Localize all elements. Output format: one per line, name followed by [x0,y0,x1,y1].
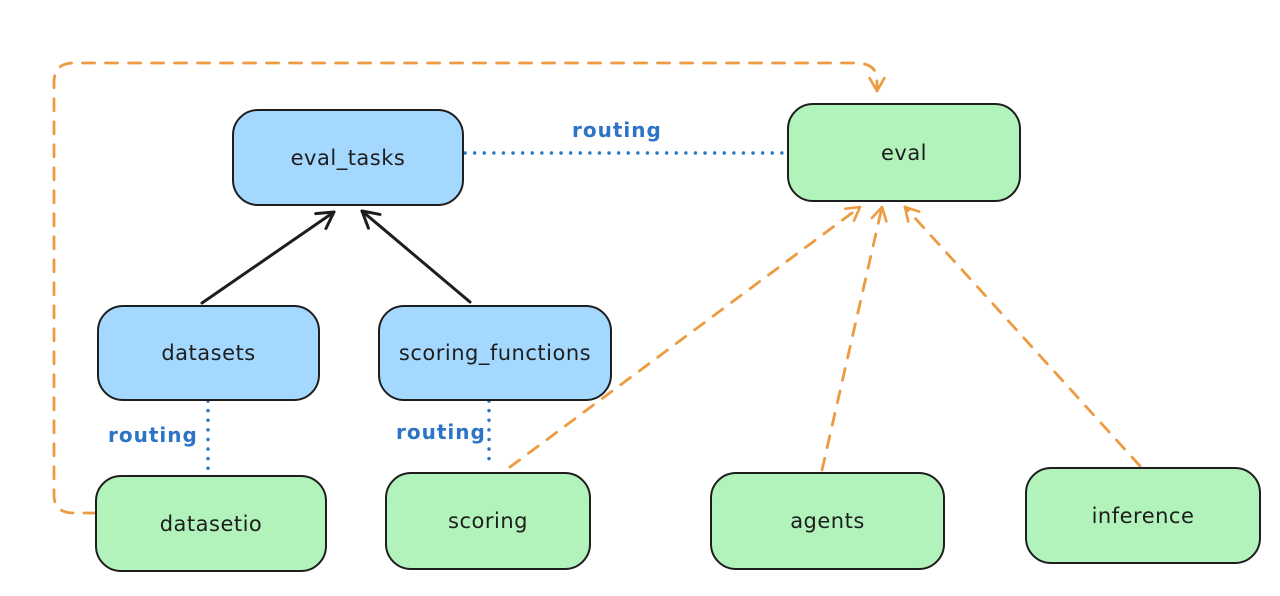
node-scoring: scoring [385,472,591,570]
node-agents: agents [710,472,945,570]
node-inference: inference [1025,467,1261,564]
node-agents-label: agents [790,509,865,533]
node-datasets-label: datasets [161,341,256,365]
routing-label-eval-tasks-to-eval: routing [572,118,662,142]
edge-scoring-functions-to-eval-tasks-arrow [360,209,472,304]
node-eval-tasks: eval_tasks [232,109,464,206]
node-datasetio-label: datasetio [159,511,263,536]
routing-label-scoring-functions-to-scoring: routing [396,420,486,444]
node-eval-tasks-label: eval_tasks [290,145,406,170]
edge-inference-to-eval-dashed-arrow [903,205,1142,468]
node-datasetio: datasetio [95,475,327,572]
node-datasets: datasets [97,305,320,401]
edge-datasets-to-eval-tasks-arrow [200,210,336,305]
edge-agents-to-eval-dashed-arrow [820,205,888,472]
node-scoring-functions: scoring_functions [378,305,612,401]
edge-scoring-to-eval-dashed-arrow [508,205,862,469]
node-inference-label: inference [1091,503,1195,528]
node-scoring-label: scoring [448,509,528,533]
routing-label-datasets-to-datasetio: routing [108,423,198,447]
node-scoring-functions-label: scoring_functions [398,341,592,365]
node-eval-label: eval [880,140,928,165]
node-eval: eval [787,103,1021,202]
edge-datasetio-to-eval-dashed-arrow [52,61,886,515]
